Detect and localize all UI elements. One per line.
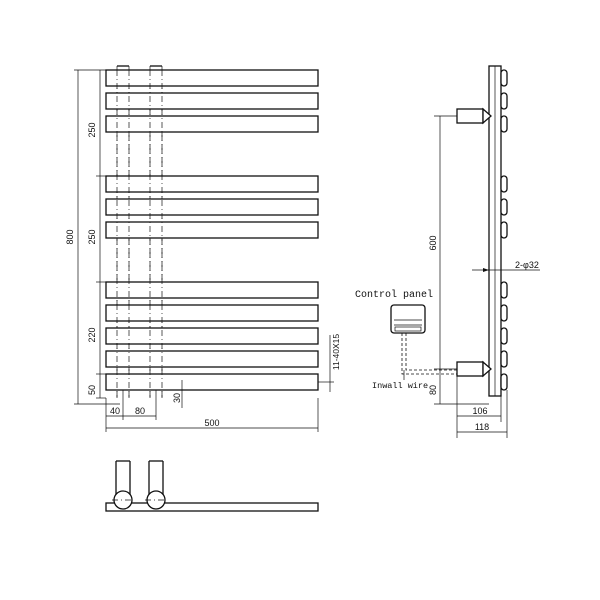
dimension-600: 600 bbox=[428, 235, 438, 250]
towel-bar bbox=[105, 115, 319, 133]
bottom-pipe-connector bbox=[456, 360, 492, 378]
dimension-80-inlet: 80 bbox=[428, 385, 438, 395]
dimension-50: 50 bbox=[87, 385, 97, 395]
top-pipe-connector bbox=[456, 107, 492, 125]
dimension-30: 30 bbox=[172, 393, 182, 403]
inwall-wire-label: Inwall wire bbox=[372, 381, 428, 391]
dimension-118: 118 bbox=[475, 422, 489, 432]
towel-bar bbox=[105, 92, 319, 110]
bar-profiles bbox=[500, 69, 508, 391]
dimension-total-height: 800 bbox=[65, 229, 75, 244]
front-view: 250 250 220 50 800 11-40X15 40 80 30 500 bbox=[65, 65, 341, 432]
towel-bar bbox=[105, 69, 319, 87]
width-dimensions: 40 80 30 500 bbox=[105, 380, 319, 432]
dimension-total-width: 500 bbox=[204, 418, 219, 428]
towel-bar bbox=[105, 304, 319, 322]
towel-bars bbox=[105, 69, 319, 391]
towel-bar bbox=[105, 350, 319, 368]
side-view: 600 80 2-φ32 106 118 Control panel bbox=[355, 65, 540, 438]
height-dimensions: 250 250 220 50 800 bbox=[65, 69, 120, 405]
dimension-80: 80 bbox=[135, 406, 145, 416]
towel-bar bbox=[105, 198, 319, 216]
towel-bar bbox=[105, 175, 319, 193]
dimension-250-middle: 250 bbox=[87, 229, 97, 244]
towel-bar bbox=[105, 281, 319, 299]
bar-spec-label: 11-40X15 bbox=[331, 334, 341, 371]
top-view-bar bbox=[105, 502, 319, 512]
control-panel-label: Control panel bbox=[355, 289, 433, 301]
towel-bar bbox=[105, 327, 319, 345]
inwall-wire: Inwall wire bbox=[372, 333, 457, 391]
dimension-40: 40 bbox=[110, 406, 120, 416]
dimension-106: 106 bbox=[472, 406, 487, 416]
top-view bbox=[105, 460, 319, 512]
pipe-spec-label: 2-φ32 bbox=[515, 260, 539, 270]
towel-bar bbox=[105, 221, 319, 239]
control-panel: Control panel bbox=[355, 289, 433, 334]
towel-bar bbox=[105, 373, 319, 391]
dimension-250-top: 250 bbox=[87, 122, 97, 137]
dimension-220: 220 bbox=[87, 327, 97, 342]
